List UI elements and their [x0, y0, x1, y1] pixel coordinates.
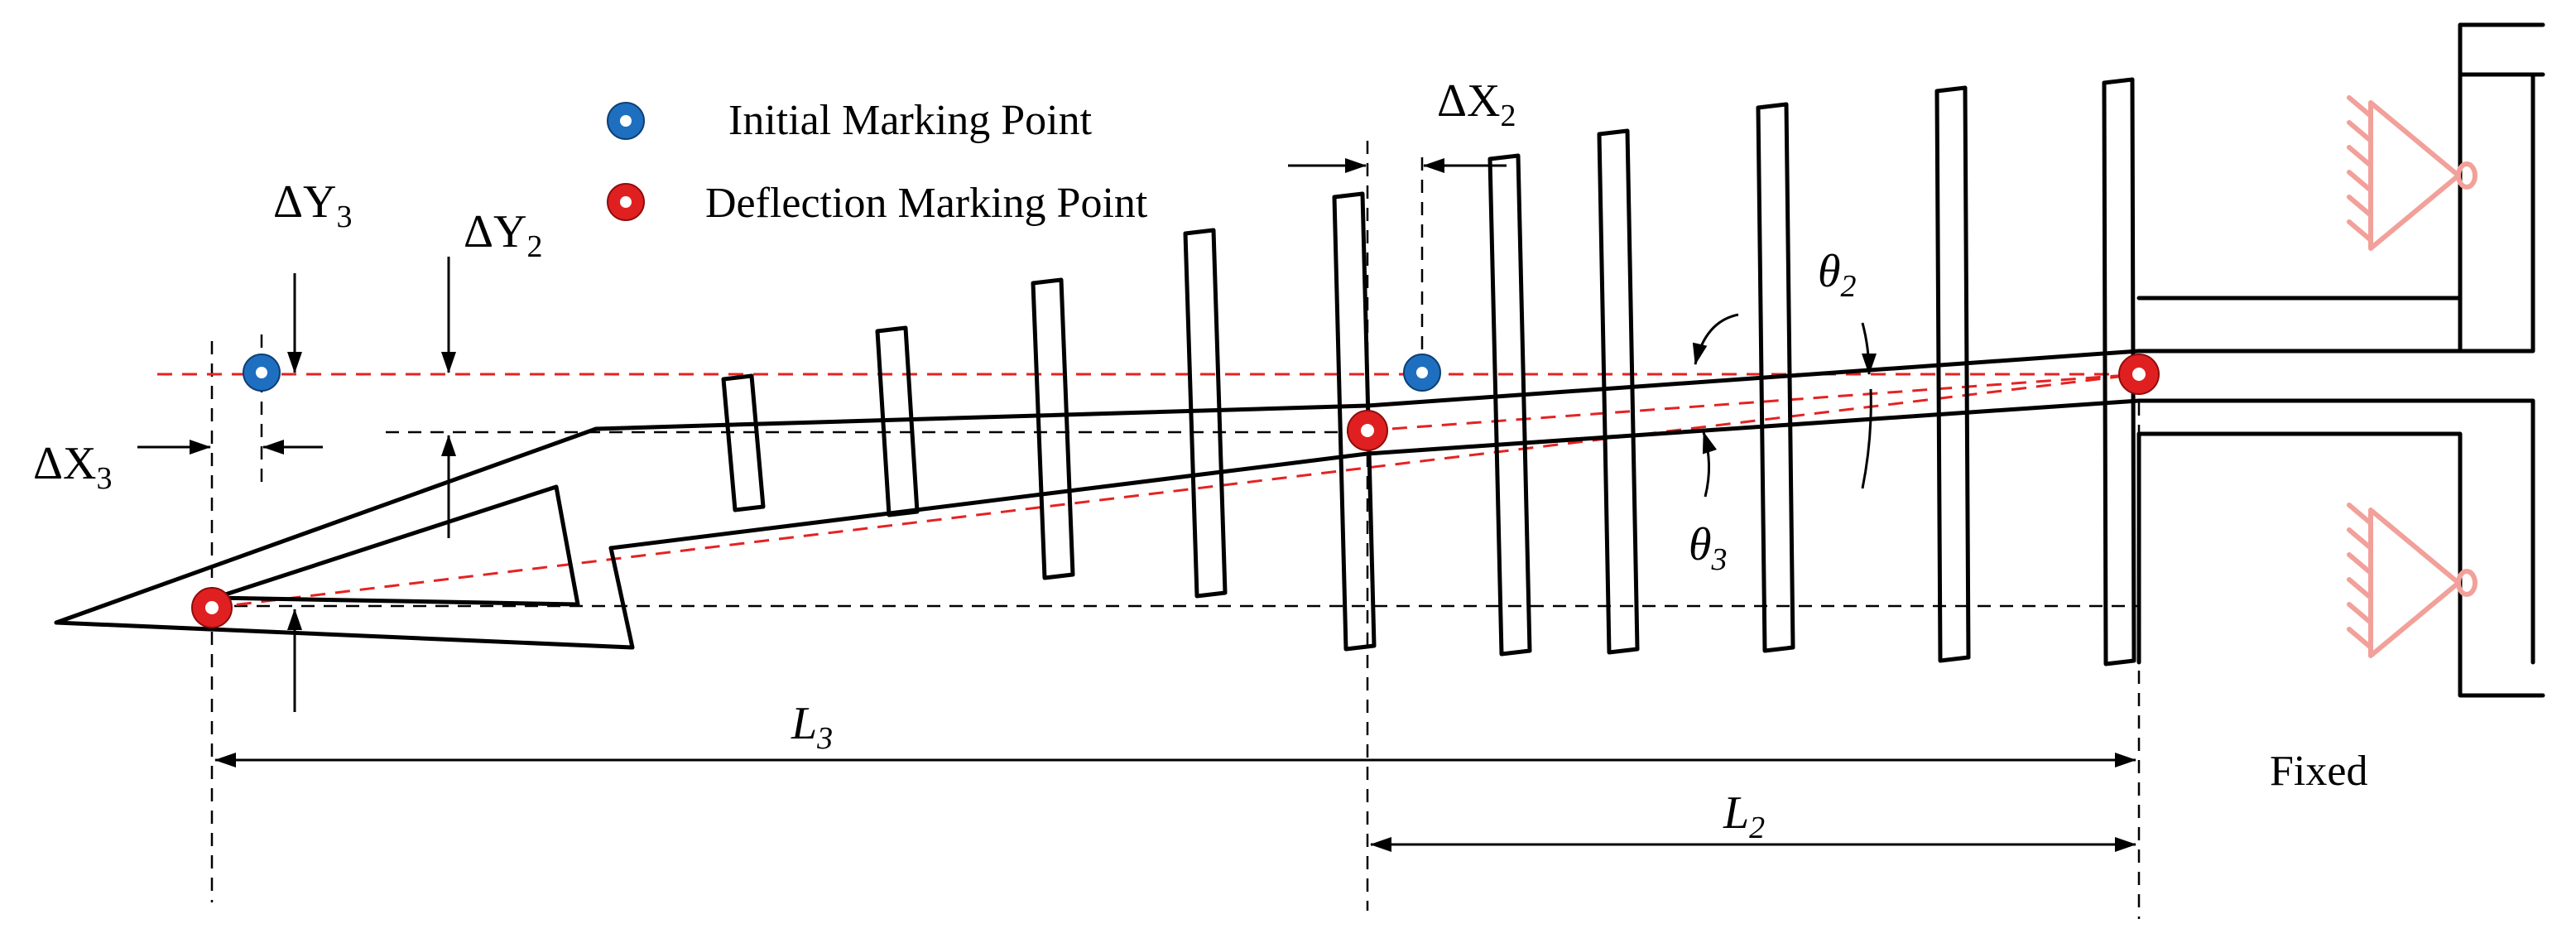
- comb-tooth: [1756, 102, 1795, 653]
- label-dy2-main: ΔY: [464, 206, 526, 257]
- label-theta2: θ2: [1818, 246, 1857, 304]
- frame-upper-gap: [2136, 72, 2535, 354]
- label-theta3: θ3: [1689, 519, 1728, 577]
- label-dx3: ΔX3: [33, 438, 112, 496]
- pin-support-upper: [2347, 95, 2477, 251]
- label-theta2-sub: 2: [1841, 269, 1857, 304]
- tip-outer-outline: [54, 426, 635, 650]
- label-l2: L2: [1723, 787, 1765, 845]
- label-l3: L3: [791, 698, 833, 756]
- initial-marker-mid: [1403, 354, 1441, 392]
- angle-theta3: [1702, 431, 1718, 498]
- comb-tooth: [2102, 77, 2136, 666]
- legend-deflection-marker-icon: [607, 183, 645, 221]
- label-dx3-sub: 3: [96, 461, 112, 496]
- label-fixed: Fixed: [2270, 748, 2367, 795]
- tip-inner-outline: [213, 484, 580, 607]
- tip-chord-line: [211, 373, 2140, 609]
- deflection-marker-root: [2118, 354, 2160, 395]
- legend-initial-label: Initial Marking Point: [728, 97, 1093, 144]
- comb-tooth: [1597, 128, 1640, 655]
- label-l2-main: L: [1723, 787, 1749, 839]
- angle-theta2: [1692, 313, 1877, 489]
- legend-deflection-label: Deflection Marking Point: [705, 180, 1148, 227]
- comb-tooth: [1487, 153, 1532, 657]
- comb-tooth: [875, 325, 920, 517]
- legend: Initial Marking Point Deflection Marking…: [607, 97, 1148, 227]
- deflection-marker-tip: [191, 587, 233, 628]
- label-dy3-sub: 3: [336, 200, 352, 234]
- comb-tooth: [1934, 85, 1971, 663]
- label-theta3-main: θ: [1689, 519, 1712, 570]
- label-dx2-main: ΔX: [1437, 75, 1500, 127]
- comb-tooth: [1332, 191, 1377, 652]
- label-l3-main: L: [791, 698, 817, 749]
- label-dy3: ΔY3: [273, 176, 352, 234]
- theta2-arc-lower: [1861, 388, 1872, 489]
- frame-lower-inner: [2136, 431, 2545, 698]
- label-dy2: ΔY2: [464, 206, 542, 264]
- frame-upper-inner: [2136, 72, 2545, 301]
- label-l2-sub: 2: [1749, 811, 1765, 845]
- comb-teeth: [721, 77, 2136, 666]
- theta2-leader: [1692, 313, 1739, 365]
- deflection-marker-mid: [1347, 410, 1388, 451]
- label-l3-sub: 3: [816, 721, 833, 756]
- label-dx2: ΔX2: [1437, 75, 1516, 133]
- reference-lines: [157, 141, 2141, 919]
- pin-support-lower: [2347, 503, 2477, 658]
- label-dy3-main: ΔY: [273, 176, 336, 228]
- label-theta2-main: θ: [1818, 246, 1841, 297]
- initial-marker-tip: [243, 354, 281, 392]
- comb-tooth: [1031, 277, 1075, 580]
- label-dy2-sub: 2: [526, 229, 542, 264]
- label-theta3-sub: 3: [1711, 542, 1728, 577]
- comb-tooth: [721, 373, 766, 512]
- fixed-frame: [2136, 22, 2545, 698]
- theta3-arc: [1702, 431, 1718, 498]
- frame-lower-channel: [2136, 398, 2535, 665]
- legend-initial-marker-icon: [607, 102, 645, 140]
- theta2-arc: [1861, 322, 1877, 375]
- label-dx3-main: ΔX: [33, 438, 96, 489]
- comb-tooth: [1183, 228, 1228, 599]
- label-dx2-sub: 2: [1500, 99, 1516, 133]
- comb-beam: [54, 349, 2141, 650]
